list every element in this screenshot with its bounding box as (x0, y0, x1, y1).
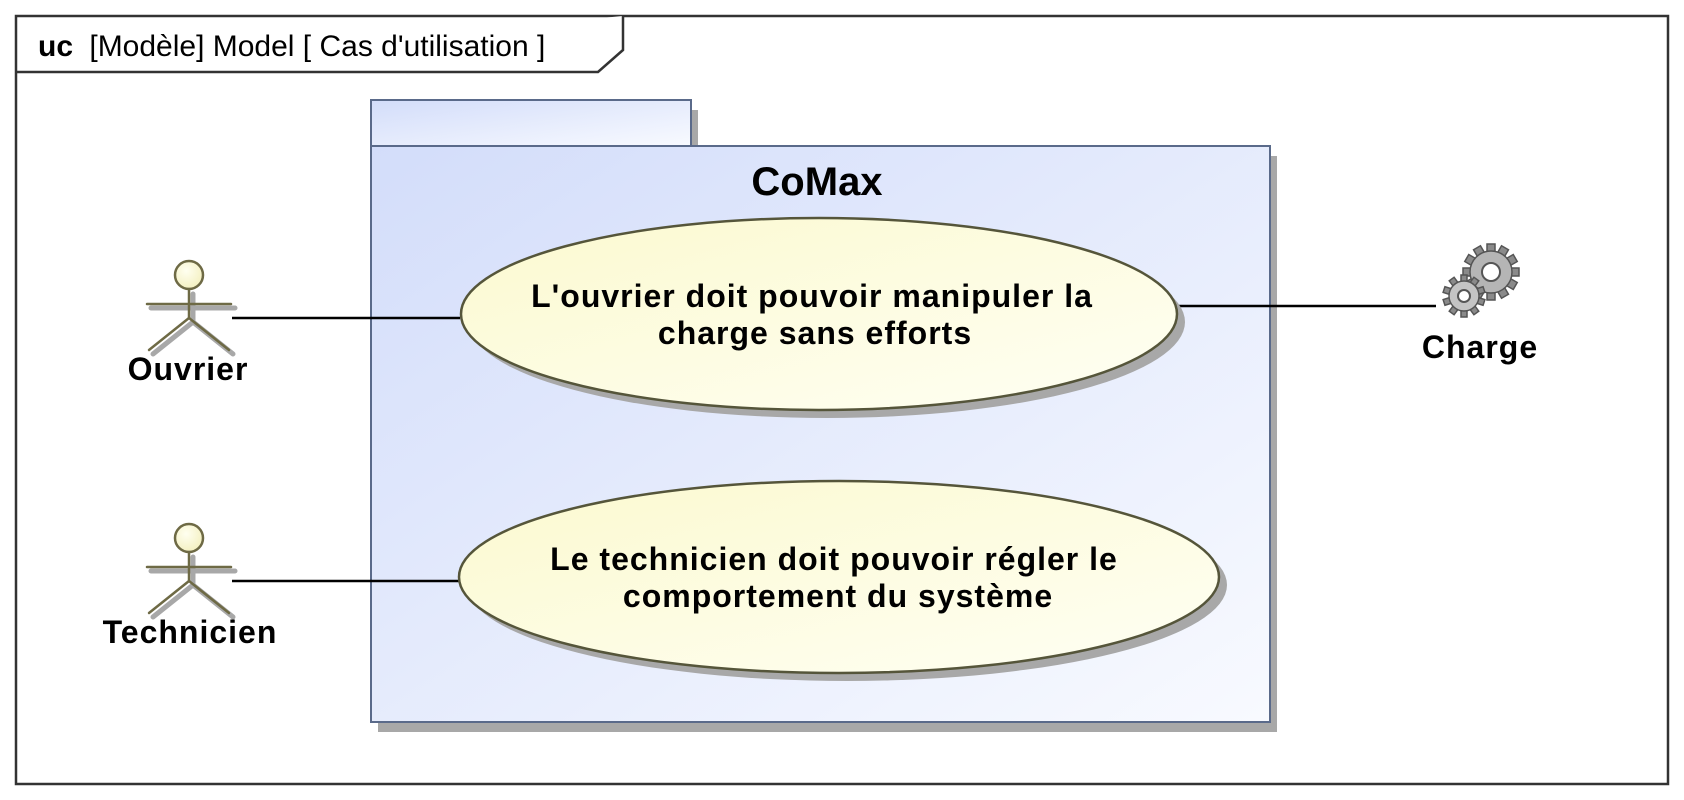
gears-icon (1442, 243, 1520, 318)
frame-kind: uc (38, 30, 73, 63)
actor-name: Ouvrier (128, 351, 249, 387)
actor-name: Technicien (103, 614, 278, 650)
stick-figure-icon (145, 522, 238, 620)
use-case-label-line-2: comportement du système (623, 578, 1053, 614)
use-case-manipuler-charge[interactable]: L'ouvrier doit pouvoir manipuler la char… (459, 216, 1185, 418)
actor-name: Charge (1422, 329, 1538, 365)
actor-charge[interactable]: Charge (1422, 243, 1538, 365)
use-case-regler-comportement[interactable]: Le technicien doit pouvoir régler le com… (457, 479, 1227, 681)
frame-title: [Modèle] Model [ Cas d'utilisation ] (89, 30, 545, 63)
use-case-ellipse (457, 479, 1221, 675)
frame-label-tab (16, 16, 625, 74)
stick-figure-icon (145, 259, 238, 357)
frame-label: uc [Modèle] Model [ Cas d'utilisation ] (38, 30, 545, 63)
use-case-label-line-1: Le technicien doit pouvoir régler le (550, 541, 1118, 577)
actor-technicien[interactable]: Technicien (103, 522, 278, 650)
use-case-label-line-1: L'ouvrier doit pouvoir manipuler la (531, 278, 1093, 314)
package-title: CoMax (751, 160, 882, 204)
package-tab (370, 99, 692, 147)
actor-ouvrier[interactable]: Ouvrier (128, 259, 249, 387)
use-case-label-line-2: charge sans efforts (658, 315, 972, 351)
use-case-ellipse (459, 216, 1179, 412)
associations (232, 304, 1436, 583)
